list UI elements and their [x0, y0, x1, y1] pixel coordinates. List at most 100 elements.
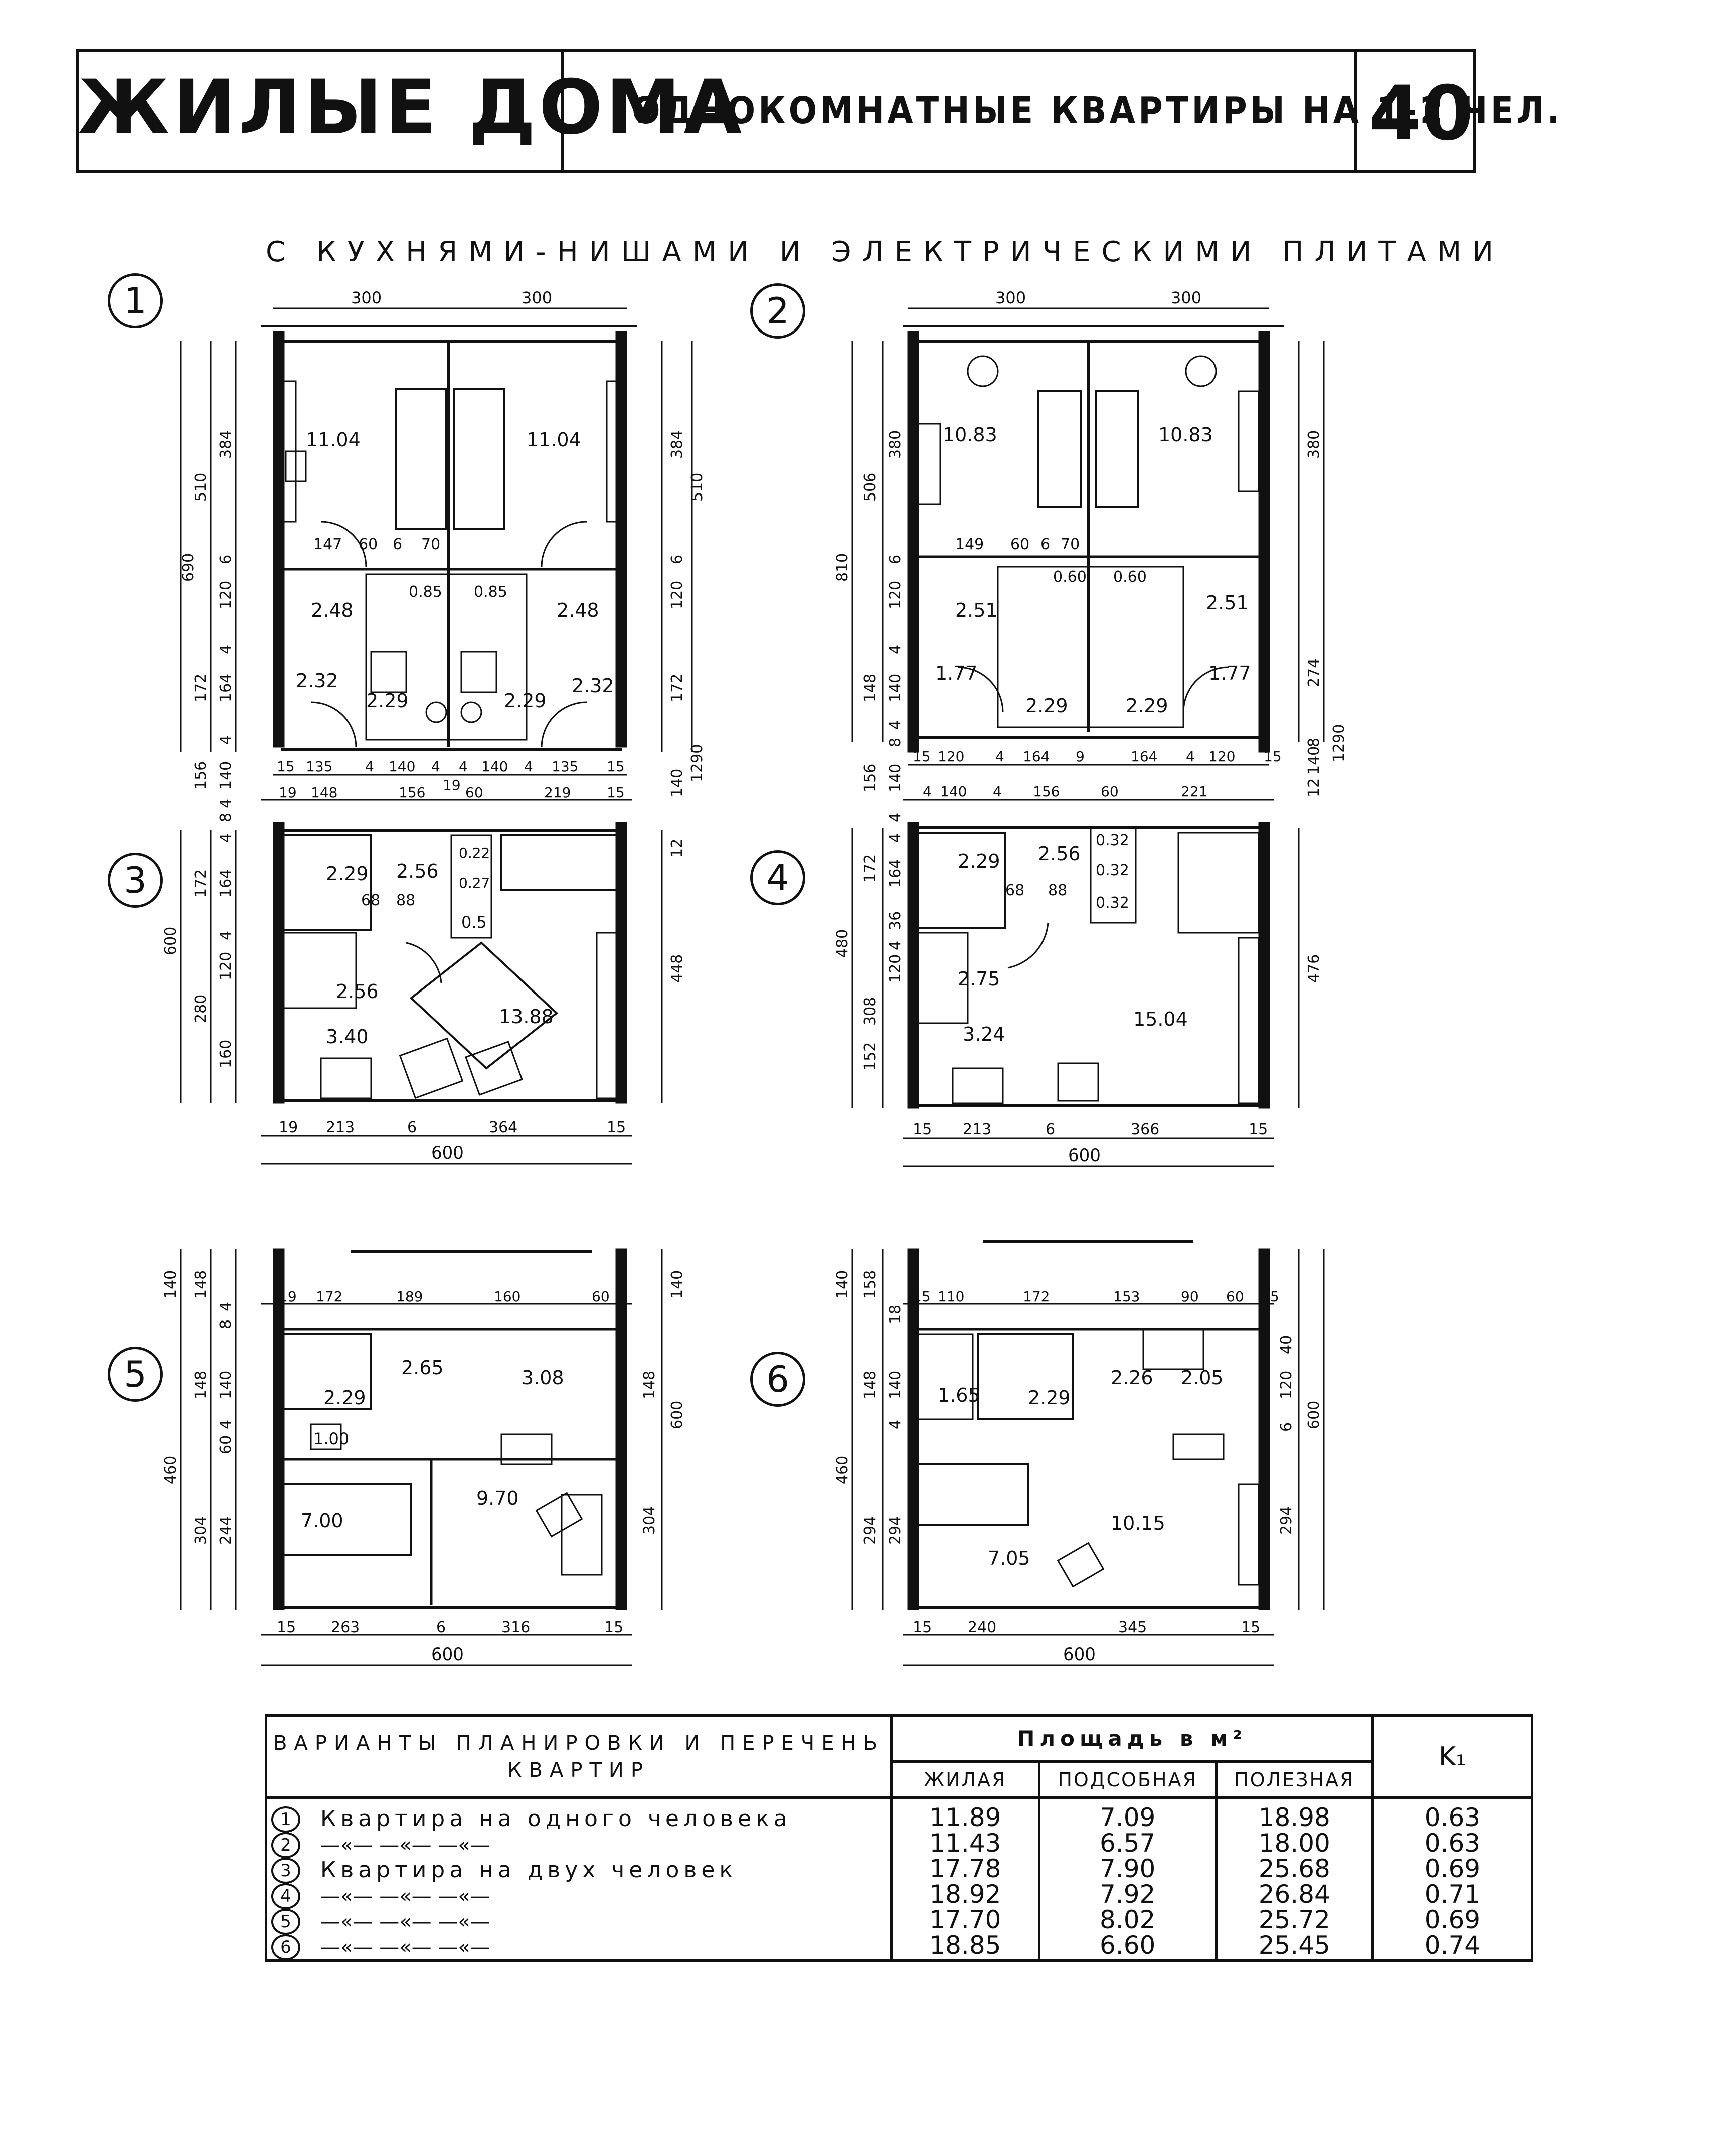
p2-right-dim-1: 380 [1305, 430, 1323, 459]
row-index: 2 [271, 1832, 300, 1858]
p3-total: 600 [431, 1143, 464, 1163]
p3-room-7: 3.40 [326, 1026, 369, 1048]
p6-room-2: 2.29 [1028, 1387, 1071, 1409]
p4-left-dim-3: 4 [887, 813, 904, 822]
p2-room-7: 2.29 [1025, 695, 1068, 717]
p4-room-3: 0.32 [1096, 832, 1129, 849]
p5-top-dim-1: 19 [279, 1288, 297, 1305]
p6-bot-dim-4: 15 [1241, 1619, 1260, 1636]
p3-top-dim-4: 60 [465, 784, 483, 801]
plan-label-4: 4 [750, 850, 805, 905]
p2-left-dim-10: 8 [887, 738, 904, 747]
p6-room-6: 10.15 [1111, 1512, 1165, 1534]
p1-bot-dim-11: 15 [607, 758, 625, 775]
p2-top-dim-1: 300 [995, 288, 1026, 307]
p2-top-dim-2: 300 [1171, 288, 1201, 307]
p4-room-8: 15.04 [1133, 1008, 1188, 1030]
p5-left-dim-1: 140 [162, 1270, 180, 1299]
p3-left-dim-8: 164 [217, 869, 235, 898]
p4-top-dim-3: 4 [993, 783, 1002, 800]
p2-left-dim-5: 120 [887, 581, 904, 609]
p1-bot-dim-7: 4 [459, 758, 468, 775]
row-index: 3 [271, 1857, 300, 1884]
p1-left-dim-9: 4 [217, 735, 235, 745]
p6-top-dim-6: 60 [1226, 1288, 1244, 1305]
p4-room-6: 2.75 [958, 968, 1000, 990]
p1-mid-dim-3: 6 [393, 536, 402, 553]
p6-room-3: 2.26 [1111, 1367, 1153, 1389]
p1-bot-dim-1: 15 [277, 758, 295, 775]
p3-bot-dim-1: 19 [279, 1119, 298, 1136]
p5-left-dim-4: 8 [217, 1319, 235, 1329]
p1-mid-dim-5: 0.85 [409, 583, 442, 601]
p1-right-dim-1: 384 [668, 430, 686, 459]
p4-left-dim-9: 4 [887, 941, 904, 950]
p6-left-dim-4: 148 [861, 1371, 879, 1399]
p2-mid-dim-1: 149 [955, 536, 984, 553]
page-number: 40 [1369, 70, 1474, 157]
p2-room-8: 2.29 [1126, 695, 1168, 717]
row-index: 1 [271, 1806, 300, 1833]
p3-mid-dim-1: 68 [361, 892, 380, 909]
p4-top-dim-6: 221 [1181, 783, 1207, 800]
p4-right-dim-3: 476 [1305, 954, 1323, 983]
p2-bot-dim-2: 120 [938, 748, 964, 765]
p1-top-dim-2: 300 [522, 288, 552, 307]
p2-mid-dim-4: 70 [1061, 536, 1080, 553]
p1-top-dim-1: 300 [351, 288, 382, 307]
p2-room-3: 2.51 [955, 599, 998, 621]
p6-right-dim-3: 6 [1278, 1422, 1295, 1432]
p3-room-5: 0.5 [461, 913, 487, 932]
p2-left-dim-4: 6 [887, 555, 904, 564]
p1-left-dim-1: 690 [180, 553, 197, 582]
table-row-desc: 6—«— —«— —«— [271, 1933, 886, 1960]
table-living-column: 11.89 11.43 17.78 18.92 17.70 18.85 [890, 1796, 1040, 1962]
p3-top-dim-2: 148 [311, 784, 337, 801]
table-header-area: Площадь в м² [890, 1714, 1374, 1763]
p2-room-2: 10.83 [1158, 424, 1213, 446]
p4-top-dim-2: 140 [940, 783, 967, 800]
p6-room-1: 1.65 [938, 1384, 980, 1406]
p2-mid-dim-3: 6 [1040, 536, 1050, 553]
p3-right-dim-4: 448 [668, 954, 686, 983]
p5-room-2: 3.08 [522, 1367, 564, 1389]
p2-left-dim-3: 380 [887, 430, 904, 459]
p6-top-dim-1: 15 [913, 1288, 931, 1305]
p4-top-dim-4: 156 [1033, 783, 1060, 800]
table-aux-column: 7.09 6.57 7.90 7.92 8.02 6.60 [1037, 1796, 1218, 1962]
p3-left-dim-12: 160 [217, 1040, 235, 1068]
p4-total: 600 [1068, 1145, 1101, 1166]
p3-room-8: 13.88 [499, 1006, 554, 1028]
table-k-column: 0.63 0.63 0.69 0.71 0.69 0.74 [1371, 1796, 1534, 1962]
p5-total: 600 [431, 1644, 464, 1665]
p5-room-5: 7.00 [301, 1510, 343, 1532]
p1-right-dim-4: 120 [668, 581, 686, 609]
p3-room-1: 2.29 [326, 863, 369, 885]
p4-left-dim-4: 480 [834, 929, 851, 958]
p2-right-dim-3: 1290 [1330, 724, 1348, 762]
summary-table: ВАРИАНТЫ ПЛАНИРОВКИ И ПЕРЕЧЕНЬ КВАРТИР П… [264, 1714, 1534, 1962]
row-index: 6 [271, 1934, 300, 1960]
p6-left-dim-5: 140 [887, 1371, 904, 1399]
p5-top-dim-3: 189 [396, 1288, 423, 1305]
p4-left-dim-12: 152 [861, 1042, 879, 1071]
p1-bot-dim-8: 140 [481, 758, 508, 775]
p1-left-dim-5: 120 [217, 581, 235, 609]
p3-bot-dim-3: 6 [407, 1119, 417, 1136]
p6-right-dim-4: 600 [1305, 1401, 1323, 1429]
p2-mid-dim-5: 0.60 [1053, 568, 1087, 586]
p3-top-dim-6: 15 [607, 784, 625, 801]
p5-left-dim-8: 60 [217, 1435, 235, 1454]
p4-top-dim-5: 60 [1101, 783, 1119, 800]
p6-left-dim-6: 4 [887, 1420, 904, 1429]
p1-right-dim-5: 172 [668, 674, 686, 702]
p4-room-2: 2.56 [1038, 843, 1081, 865]
p5-right-dim-4: 304 [641, 1506, 658, 1535]
p6-top-dim-2: 110 [938, 1288, 964, 1305]
p5-top-dim-2: 172 [316, 1288, 342, 1305]
p6-left-dim-3: 18 [887, 1305, 904, 1324]
table-col-living: ЖИЛАЯ [890, 1760, 1040, 1799]
p5-left-dim-5: 148 [192, 1371, 210, 1399]
